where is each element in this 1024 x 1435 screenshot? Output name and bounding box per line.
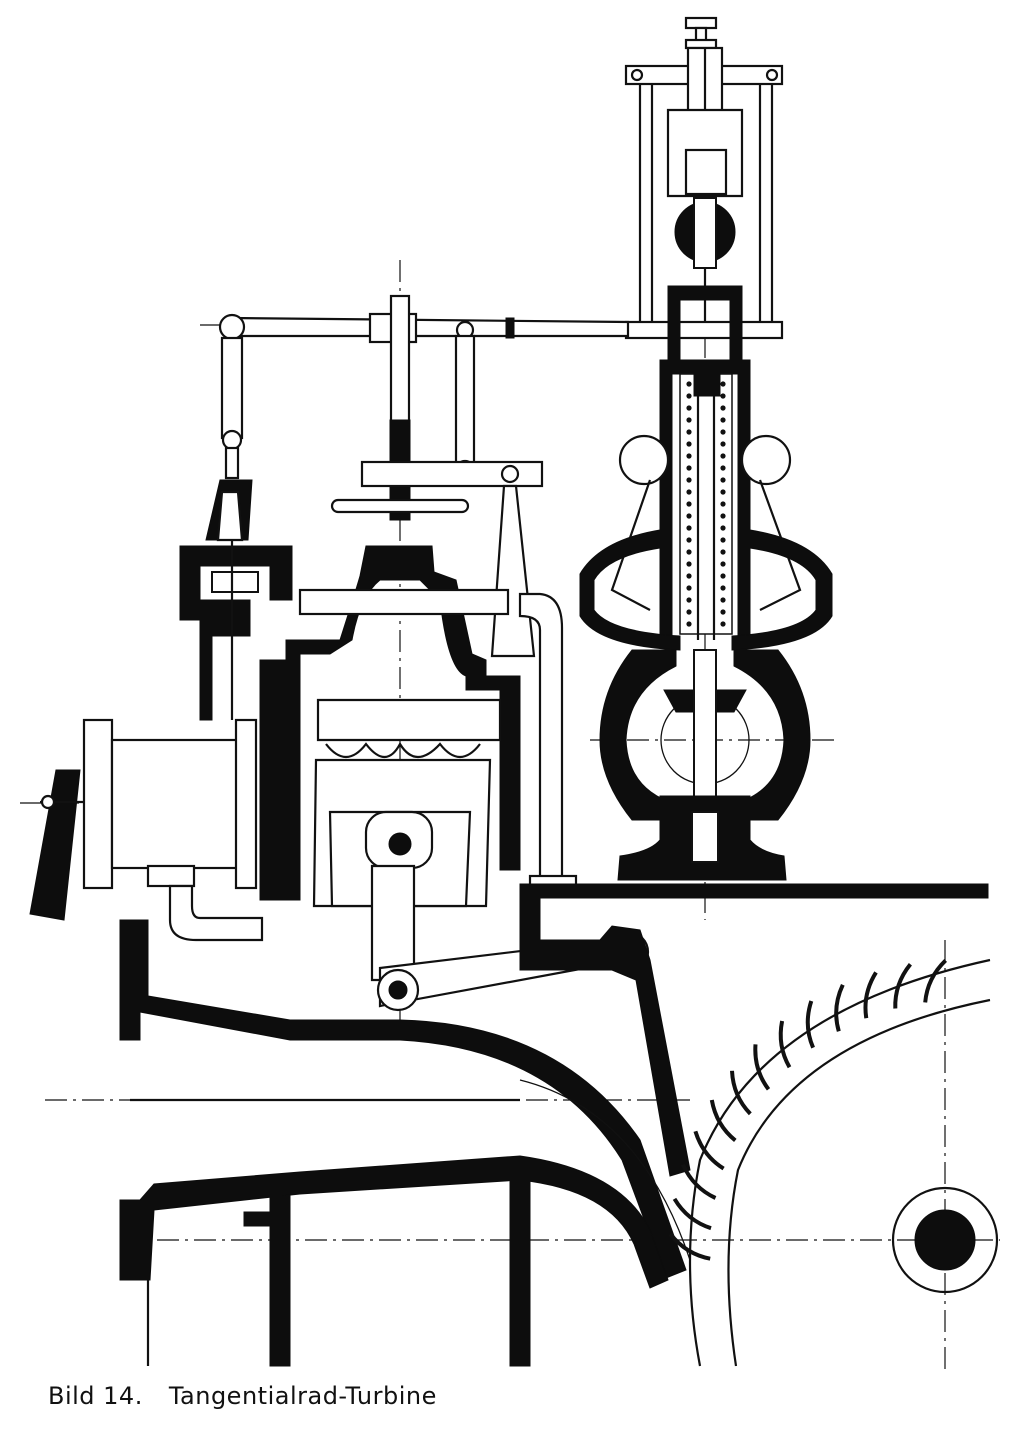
spring-coil-dot [720, 477, 726, 483]
wheel-bucket [730, 1070, 752, 1116]
spring-coil-dot [720, 597, 726, 603]
figure-number: Bild 14. [48, 1382, 143, 1410]
spring-coil-dot [686, 453, 692, 459]
wheel-bucket [753, 1044, 771, 1091]
spring-coil-dot [686, 585, 692, 591]
spring-coil-dot [686, 381, 692, 387]
spring-coils [686, 381, 726, 627]
figure-caption: Bild 14. Tangentialrad-Turbine [48, 1382, 437, 1410]
spring-coil-dot [686, 405, 692, 411]
wheel-bucket [778, 1020, 792, 1069]
spring-coil-dot [720, 573, 726, 579]
spring-coil-dot [686, 477, 692, 483]
nozzle-casing [119, 919, 691, 1367]
pilot-valve [179, 479, 293, 721]
spring-coil-dot [720, 549, 726, 555]
figure-title: Tangentialrad-Turbine [168, 1382, 437, 1410]
inlet-pipe [29, 718, 264, 942]
spring-coil-dot [720, 441, 726, 447]
spring-coil-dot [686, 525, 692, 531]
spring-coil-dot [686, 597, 692, 603]
spring-coil-dot [720, 585, 726, 591]
wheel-bucket [805, 1000, 815, 1049]
spring-coil-dot [686, 549, 692, 555]
spring-coil-dot [720, 621, 726, 627]
spring-coil-dot [720, 489, 726, 495]
spring-coil-dot [720, 393, 726, 399]
turbine-technical-drawing [20, 16, 1000, 1370]
spring-coil-dot [686, 609, 692, 615]
spring-coil-dot [720, 453, 726, 459]
wheel-bucket [923, 958, 948, 1003]
tangential-wheel [668, 958, 999, 1367]
spring-coil-dot [720, 537, 726, 543]
wheel-bucket [893, 963, 912, 1009]
spring-coil-dot [720, 405, 726, 411]
spring-coil-dot [686, 489, 692, 495]
spring-coil-dot [686, 465, 692, 471]
spring-coil-dot [686, 621, 692, 627]
spring-coil-dot [686, 501, 692, 507]
spring-coil-dot [686, 393, 692, 399]
spring-coil-dot [686, 513, 692, 519]
wheel-bucket [834, 983, 845, 1032]
lever-linkage [218, 294, 630, 658]
spring-coil-dot [686, 429, 692, 435]
spring-coil-dot [686, 561, 692, 567]
spring-coil-dot [686, 441, 692, 447]
spring-coil-dot [720, 561, 726, 567]
wheel-bucket [693, 1130, 725, 1171]
wheel-bucket [668, 1232, 711, 1261]
spring-coil-dot [720, 381, 726, 387]
spring-coil-dot [720, 501, 726, 507]
spring-coil-dot [720, 465, 726, 471]
spring-coil-dot [720, 417, 726, 423]
wheel-bucket [863, 971, 878, 1019]
spring-coil-dot [720, 513, 726, 519]
wheel-bucket [672, 1197, 712, 1231]
spring-coil-dot [686, 417, 692, 423]
spring-coil-dot [720, 429, 726, 435]
deck-plate [519, 883, 989, 1177]
governor-assembly [579, 16, 833, 881]
wheel-bucket [709, 1099, 737, 1142]
spring-coil-dot [720, 525, 726, 531]
spring-coil-dot [686, 537, 692, 543]
spring-coil-dot [720, 609, 726, 615]
spring-coil-dot [686, 573, 692, 579]
wheel-bucket [681, 1163, 717, 1200]
wheel-buckets [668, 958, 948, 1261]
